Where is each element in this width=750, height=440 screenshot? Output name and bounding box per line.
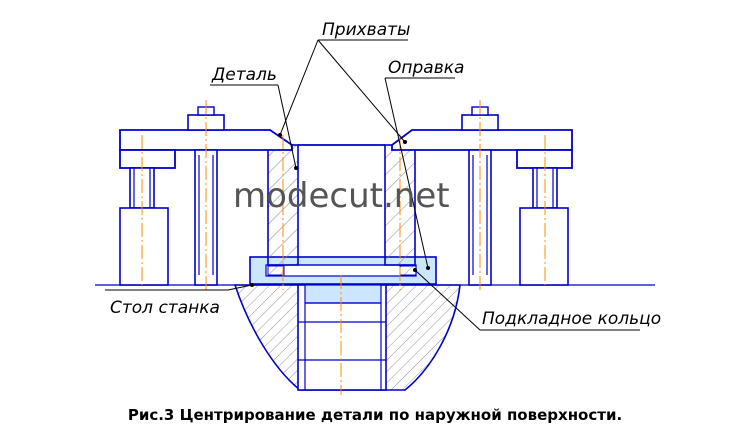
label-clamps: Прихваты <box>322 20 410 40</box>
figure-caption: Рис.3 Центрирование детали по наружной п… <box>128 406 622 424</box>
axis-lines <box>141 100 546 395</box>
label-machine-table: Стол станка <box>110 298 220 318</box>
label-mandrel: Оправка <box>388 58 464 78</box>
label-part: Деталь <box>211 65 277 85</box>
label-base-ring: Подкладное кольцо <box>482 309 661 329</box>
leader-lines <box>105 39 640 331</box>
machine-table <box>95 284 655 391</box>
watermark: modecut.net <box>233 176 450 216</box>
